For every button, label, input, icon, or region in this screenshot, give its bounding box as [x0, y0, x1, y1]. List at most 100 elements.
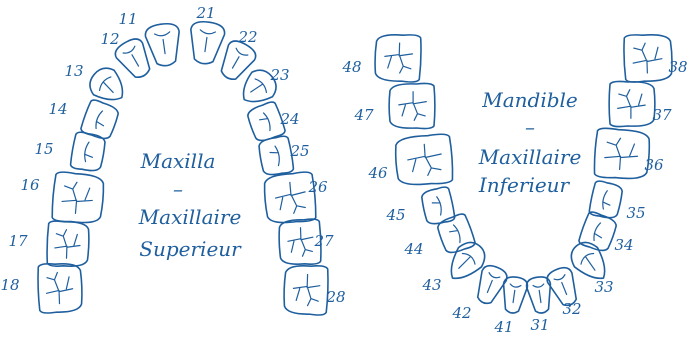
maxilla-label: Maxilla – Maxillaire Superieur [138, 149, 242, 261]
tooth-number-34: 34 [614, 236, 633, 254]
tooth-13 [84, 62, 132, 110]
tooth-14 [79, 98, 120, 141]
tooth-44-fissure [448, 224, 462, 244]
tooth-number-33: 33 [594, 278, 613, 296]
tooth-34-fissure [592, 222, 606, 242]
tooth-22-fissure [227, 48, 248, 71]
tooth-35-outline [588, 180, 624, 220]
tooth-18-fissure [46, 272, 73, 304]
tooth-number-21: 21 [195, 4, 215, 22]
tooth-number-24: 24 [279, 110, 299, 128]
tooth-number-32: 32 [562, 300, 581, 318]
mandible-label: Mandible – Maxillaire Inferieur [478, 88, 582, 197]
tooth-35-fissure [601, 190, 612, 210]
tooth-35 [588, 180, 624, 220]
tooth-number-14: 14 [48, 100, 67, 118]
tooth-46-fissure [407, 143, 443, 176]
tooth-28-outline [283, 265, 328, 316]
tooth-number-27: 27 [313, 232, 334, 250]
tooth-14-fissure [94, 110, 108, 130]
tooth-14-outline [79, 98, 120, 141]
tooth-number-47: 47 [353, 106, 374, 124]
tooth-number-22: 22 [237, 28, 257, 46]
tooth-21-fissure [197, 30, 215, 53]
tooth-25-outline [257, 135, 294, 177]
tooth-37-fissure [618, 90, 646, 119]
tooth-17-outline [46, 221, 89, 268]
tooth-18-outline [37, 263, 82, 314]
tooth-43 [441, 236, 491, 287]
tooth-16-fissure [61, 181, 94, 215]
tooth-number-37: 37 [652, 106, 672, 124]
tooth-46 [394, 134, 453, 187]
tooth-24-fissure [258, 112, 272, 132]
tooth-38-fissure [633, 43, 663, 74]
tooth-28 [283, 265, 328, 316]
tooth-32-fissure [554, 275, 572, 297]
tooth-45-fissure [431, 196, 442, 216]
tooth-number-31: 31 [530, 316, 549, 334]
tooth-38-outline [623, 34, 672, 83]
tooth-12-fissure [123, 46, 144, 69]
tooth-25-fissure [269, 146, 281, 167]
tooth-11-fissure [155, 32, 173, 55]
tooth-16 [51, 171, 105, 224]
tooth-36-fissure [604, 137, 639, 170]
tooth-18 [37, 263, 82, 314]
tooth-number-36: 36 [644, 156, 664, 174]
tooth-31 [525, 276, 554, 315]
teeth-layer: 1112131415161718212223242526272831323334… [0, 4, 687, 336]
tooth-13-fissure [98, 75, 120, 98]
tooth-44-outline [435, 212, 476, 255]
maxilla-subtitle-1: Maxillaire [138, 205, 242, 229]
tooth-47-outline [389, 83, 435, 128]
tooth-number-18: 18 [0, 276, 19, 294]
tooth-33-fissure [579, 251, 602, 274]
tooth-37-outline [609, 81, 655, 126]
tooth-number-12: 12 [100, 30, 119, 48]
tooth-21 [186, 20, 225, 66]
tooth-number-46: 46 [367, 164, 388, 182]
tooth-number-43: 43 [421, 276, 441, 294]
tooth-17-fissure [55, 229, 81, 258]
tooth-number-25: 25 [289, 142, 309, 160]
tooth-number-23: 23 [269, 66, 289, 84]
tooth-number-38: 38 [668, 58, 687, 76]
tooth-48 [374, 34, 421, 83]
tooth-28-fissure [293, 274, 320, 306]
tooth-number-42: 42 [451, 304, 471, 322]
tooth-number-48: 48 [341, 58, 361, 76]
tooth-15-fissure [83, 142, 95, 163]
tooth-number-44: 44 [403, 240, 423, 258]
tooth-37 [609, 81, 655, 126]
tooth-number-13: 13 [64, 62, 83, 80]
tooth-38 [623, 34, 672, 83]
tooth-46-outline [394, 134, 453, 187]
tooth-48-fissure [384, 43, 413, 74]
tooth-45-outline [420, 186, 456, 226]
maxilla-dash: – [173, 177, 183, 201]
tooth-number-17: 17 [8, 232, 28, 250]
tooth-43-fissure [454, 251, 477, 274]
tooth-47-fissure [399, 92, 427, 121]
mandible-subtitle-1: Maxillaire [478, 145, 582, 169]
tooth-number-16: 16 [20, 176, 40, 194]
tooth-15-outline [69, 131, 106, 173]
tooth-26-fissure [274, 181, 307, 215]
tooth-43-outline [441, 236, 491, 287]
tooth-number-41: 41 [493, 318, 513, 336]
mandible-title: Mandible [481, 88, 578, 112]
tooth-42-fissure [482, 273, 500, 295]
tooth-17 [46, 221, 89, 268]
tooth-23-fissure [246, 77, 268, 100]
tooth-31-fissure [533, 284, 546, 303]
tooth-number-35: 35 [626, 204, 645, 222]
tooth-45 [420, 186, 456, 226]
tooth-41 [500, 276, 529, 315]
maxilla-title: Maxilla [140, 149, 216, 173]
tooth-number-28: 28 [325, 288, 345, 306]
tooth-15 [69, 131, 106, 173]
tooth-number-11: 11 [118, 10, 137, 28]
tooth-47 [389, 83, 435, 128]
